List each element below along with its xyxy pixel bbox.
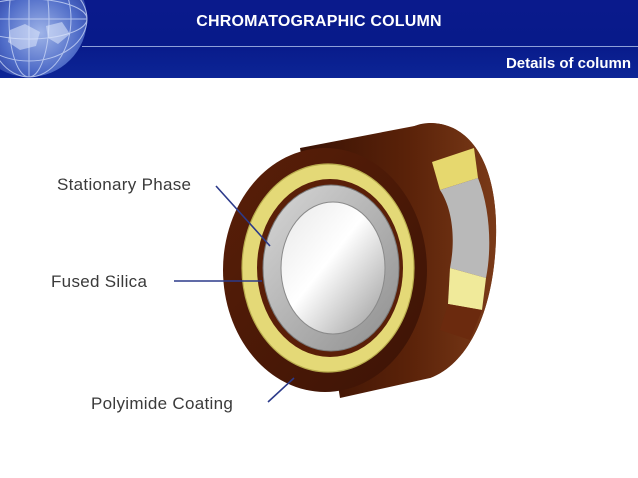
column-bore <box>280 201 386 335</box>
polyimide-coating-label: Polyimide Coating <box>91 394 233 413</box>
stationary-phase-leader <box>215 185 271 247</box>
stationary-phase-label: Stationary Phase <box>57 175 191 194</box>
slide-title: CHROMATOGRAPHIC COLUMN <box>196 13 442 30</box>
fused-silica-label: Fused Silica <box>51 272 147 291</box>
slide-subtitle: Details of column <box>505 55 631 72</box>
slide-header: CHROMATOGRAPHIC COLUMN Details of column <box>0 0 638 78</box>
globe-icon <box>0 0 88 78</box>
column-cross-section-diagram: Stationary Phase Fused Silica Polyimide … <box>51 123 497 413</box>
polyimide-coating-leader <box>267 377 295 403</box>
header-divider <box>82 46 638 47</box>
